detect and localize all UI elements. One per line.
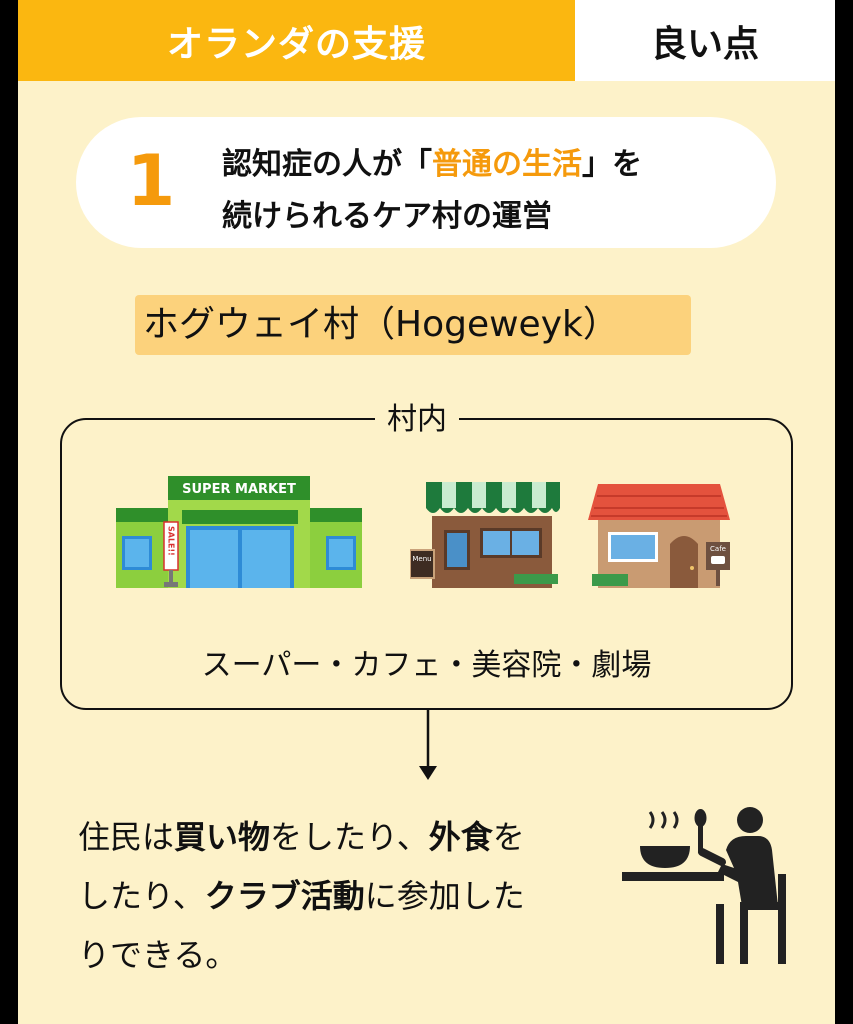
description: 住民は買い物をしたり、外食を したり、クラブ活動に参加した りできる。 <box>78 808 598 985</box>
point-highlight: 普通の生活 <box>432 147 582 182</box>
desc-text: りできる。 <box>78 936 238 974</box>
point-text-post: 」を <box>582 147 642 182</box>
arrow-down-icon <box>419 710 437 780</box>
desc-text: をしたり、 <box>270 818 429 856</box>
desc-bold-club: クラブ活動 <box>204 877 365 915</box>
restaurant-icon: Menu <box>410 482 560 588</box>
village-inside-label: 村内 <box>375 400 459 440</box>
supermarket-icon: SUPER MARKET SALE!! <box>116 476 362 588</box>
sale-sign: SALE!! <box>167 526 176 556</box>
facilities-list: スーパー・カフェ・美容院・劇場 <box>201 648 652 683</box>
point-text-line2: 続けられるケア村の運営 <box>222 199 552 234</box>
desc-bold-dining: 外食 <box>428 818 493 856</box>
village-name: ホグウェイ村（Hogeweyk） <box>135 295 691 355</box>
desc-text: 住民は <box>78 818 175 856</box>
menu-sign: Menu <box>412 555 431 563</box>
cafe-sign: Cafe <box>710 545 726 553</box>
desc-text: に参加した <box>364 877 525 915</box>
point-text-pre: 認知症の人が「 <box>222 147 432 182</box>
point-number: 1 <box>126 140 176 222</box>
point-card: 1 認知症の人が「普通の生活」を 続けられるケア村の運営 <box>76 117 776 248</box>
dining-person-icon <box>622 807 786 964</box>
desc-text: したり、 <box>78 877 205 915</box>
desc-bold-shopping: 買い物 <box>174 818 271 856</box>
point-text-line1: 認知症の人が「普通の生活」を <box>222 139 642 183</box>
header-tab-good-points[interactable]: 良い点 <box>575 0 835 81</box>
desc-text: を <box>492 818 525 856</box>
content-panel: オランダの支援 良い点 1 認知症の人が「普通の生活」を 続けられるケア村の運営… <box>18 0 835 1024</box>
supermarket-sign: SUPER MARKET <box>182 482 296 497</box>
header-title: オランダの支援 <box>18 0 575 81</box>
cafe-icon: Cafe <box>588 484 730 588</box>
header: オランダの支援 良い点 <box>18 0 835 81</box>
